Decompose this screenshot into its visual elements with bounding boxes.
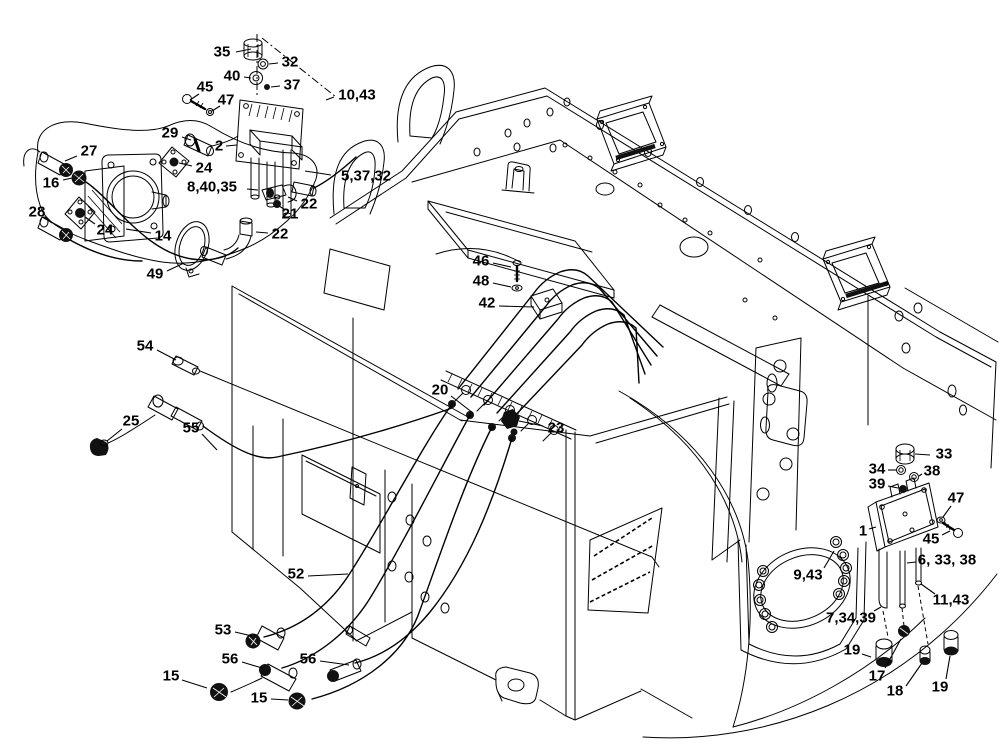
leader-line-47 (211, 105, 221, 112)
leader-line-29 (181, 136, 192, 141)
bolt-45-left (182, 94, 214, 116)
leader-line-7-34-39 (873, 606, 882, 612)
deck-vent-left (596, 95, 667, 172)
leader-line-45 (941, 530, 951, 536)
pump-region-outline (35, 120, 318, 264)
plate-tubes-8-40-35 (250, 149, 292, 218)
leader-line-39 (887, 485, 899, 489)
cross-beam (651, 304, 790, 387)
tube-bundle (435, 248, 664, 422)
deck-vent-right (822, 236, 891, 311)
leader-line-18 (905, 662, 923, 687)
leader-line-15 (181, 679, 208, 689)
leader-line-28 (44, 217, 53, 224)
nut-39 (899, 485, 907, 493)
fitting-29 (183, 133, 239, 157)
flange-24-upper (158, 146, 190, 178)
leader-line-23 (518, 420, 544, 427)
leader-line-49 (166, 262, 185, 272)
leader-line-5-37-32 (304, 170, 332, 176)
leader-line-25 (106, 428, 123, 442)
leader-line-55 (201, 433, 218, 451)
tube-clamp-assembly (511, 260, 563, 320)
leader-line-17 (884, 638, 902, 669)
fastener-stack (243, 34, 337, 98)
leader-line-9-43 (823, 550, 835, 569)
fitting-18 (919, 645, 931, 665)
nut-38 (909, 472, 919, 482)
leader-line-14 (125, 228, 152, 234)
gear-pump-14 (84, 153, 170, 243)
washer-47-right (936, 516, 946, 524)
leader-line-6-33-38 (906, 561, 917, 564)
foot-lug (495, 666, 539, 705)
leader-line-19 (861, 653, 872, 658)
step-treads (587, 507, 663, 614)
fitting-19-left (875, 638, 893, 667)
leader-line-53 (234, 631, 253, 637)
leader-line-56 (319, 660, 350, 666)
leader-line-2 (225, 144, 238, 147)
fitting-28 (37, 216, 73, 242)
machine-frame (329, 87, 999, 469)
leader-line-20 (450, 395, 474, 414)
pump-assembly (23, 34, 357, 278)
leader-line-16 (62, 177, 73, 181)
flange-bolts (753, 536, 852, 633)
frame-handles (332, 65, 455, 215)
elbow-fitting-23 (501, 409, 520, 429)
leader-line-15 (270, 698, 289, 701)
leader-line-56 (241, 661, 263, 669)
leader-line-8-40-35 (246, 188, 259, 191)
fender-and-step (587, 390, 998, 739)
fitting-56-left (230, 663, 298, 693)
leader-line-22 (255, 231, 269, 234)
clevis-bracket (501, 161, 535, 194)
leader-line-35 (235, 48, 252, 53)
fitting-55 (107, 394, 204, 444)
fitting-19-right (943, 630, 959, 656)
leader-line-54 (156, 349, 177, 361)
leader-line-52 (307, 573, 349, 577)
leader-line-21 (278, 205, 285, 210)
cap-nut-33 (895, 443, 915, 465)
leader-line-37 (270, 85, 281, 88)
leader-line-38 (918, 473, 923, 477)
leader-line-27 (64, 155, 78, 162)
leader-line-32 (268, 62, 279, 65)
valve-plate-assembly (867, 443, 963, 667)
leader-line-19 (945, 655, 951, 680)
leader-line-33 (914, 453, 931, 456)
elbow-22-upper (261, 156, 357, 208)
plate-tubes (878, 547, 929, 645)
fitting-54 (171, 355, 200, 376)
elbow-22-lower (200, 217, 253, 266)
articulation-bracket (711, 337, 867, 665)
leader-line-40 (243, 76, 252, 79)
bolt-45-right (941, 521, 963, 538)
leader-line-47 (942, 505, 952, 518)
leader-line-48 (492, 282, 512, 288)
leader-line-46 (492, 262, 512, 268)
leader-line-22 (287, 196, 298, 202)
leader-line-11-43 (920, 583, 936, 595)
leader-line-10-43 (325, 96, 335, 101)
fitting-56-right (327, 658, 362, 682)
fitting-27 (23, 148, 73, 177)
leader-line-1 (868, 526, 877, 530)
left-body (231, 248, 642, 721)
flange-24-lower (64, 196, 96, 230)
elbow-fitting-25 (89, 438, 109, 456)
hose-lines (89, 355, 660, 710)
fitting-53 (245, 625, 286, 651)
leader-line-42 (498, 305, 535, 308)
leader-line-45 (189, 93, 200, 101)
leader-line-24 (178, 162, 193, 167)
nut-34 (896, 465, 906, 475)
leader-line-24 (84, 216, 96, 225)
mounting-plate-2 (235, 99, 304, 170)
